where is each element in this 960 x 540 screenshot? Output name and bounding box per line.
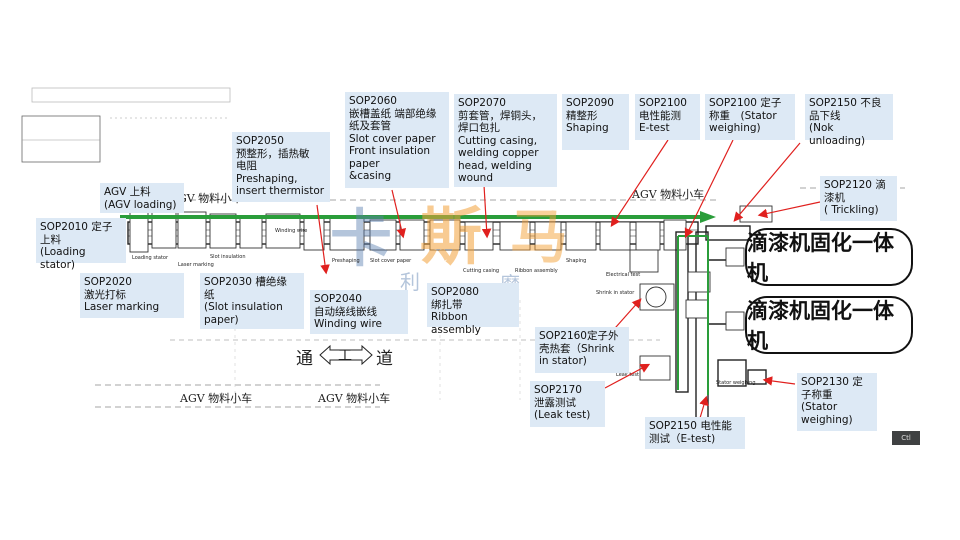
trickle-machine: 滴漆机固化一体机 [745,296,913,354]
station-tag: Shrink in stator [596,290,635,296]
station-tag: Loading stator [132,255,169,261]
label-sop2010: SOP2010 定子 上料 (Loading stator) [36,218,126,271]
aisle-arrow [319,344,373,366]
arrow-sop2150-etest [699,395,709,419]
arrow-sop2120 [757,201,821,219]
corner-control-button[interactable]: Ctl [892,431,920,445]
arrow-sop2150-nok [733,142,801,222]
station-tag: Slot insulation [210,254,246,260]
label-sop2120: SOP2120 滴 漆机 ( Trickling) [820,176,897,221]
arrow-sop2130 [762,376,796,386]
label-sop2070: SOP2070 剪套管，焊铜头， 焊口包扎 Cutting casing, we… [454,94,557,187]
label-sop2170: SOP2170 泄露测试 (Leak test) [530,381,605,427]
station-tag: Laser marking [178,262,214,268]
aisle-label-mid: 工 [338,348,352,364]
arrow-sop2050 [316,204,330,275]
label-sop2040: SOP2040 自动绕线嵌线 Winding wire [310,290,408,334]
label-sop2100-etest: SOP2100 电性能测 E-test [635,94,700,140]
agv-car-label: AGV 物料小车 [318,392,391,405]
label-sop2160: SOP2160定子外 壳热套（Shrink in stator) [535,327,629,373]
label-agv-loading: AGV 上料 (AGV loading) [100,183,184,213]
watermark-char: 斯 [420,200,483,273]
thumb-strip [31,87,231,103]
label-sop2080: SOP2080 绑扎带 Ribbon assembly [427,283,519,336]
station-tag: Preshaping [332,258,360,264]
watermark-char: 卡 [330,202,393,275]
trickle-machine: 滴漆机固化一体机 [745,228,913,286]
aisle-label-left: 通 [296,349,313,369]
label-sop2090: SOP2090 精整形 Shaping [562,94,629,150]
arrow-sop2170 [604,363,651,389]
watermark-char: 马 [510,203,569,271]
label-sop2130: SOP2130 定 子称重 (Stator weighing) [797,373,877,431]
aisle-label-right: 道 [376,349,393,369]
label-sop2150-etest: SOP2150 电性能 测试（E-test) [645,417,745,449]
station-tag: Shaping [566,258,587,264]
agv-car-label: AGV 物料小车 [170,192,243,205]
label-sop2030: SOP2030 槽绝缘 纸 (Slot insulation paper) [200,273,304,329]
station-tag: Winding wire [275,228,308,234]
agv-car-label: AGV 物料小车 [632,188,705,201]
station-tag: Ribbon assembly [515,268,558,274]
station-tag: Cutting casing [463,268,500,274]
station-tag: Electrical test [606,272,641,278]
agv-car-label: AGV 物料小车 [180,392,253,405]
arrow-sop2100-etest [610,139,669,228]
label-sop2050: SOP2050 预整形，插热敏 电阻 Preshaping, insert th… [232,132,330,202]
station-tag: Slot cover paper [370,258,412,264]
watermark-sub: 利 [400,270,420,294]
thumb-sheet [21,115,101,163]
arrow-sop2070 [481,184,492,239]
label-sop2020: SOP2020 激光打标 Laser marking [80,273,184,318]
label-sop2150-nok: SOP2150 不良 品下线 (Nok unloading) [805,94,893,147]
arrow-sop2060 [391,189,406,239]
label-sop2060: SOP2060 嵌槽盖纸 端部绝缘 纸及套管 Slot cover paper … [345,92,449,188]
station-tag: Stator weighing [716,380,756,386]
label-sop2100-weigh: SOP2100 定子 称重 (Stator weighing) [705,94,795,140]
station-tag: Leak test [616,372,639,378]
arrow-sop2100-weigh [684,139,734,239]
